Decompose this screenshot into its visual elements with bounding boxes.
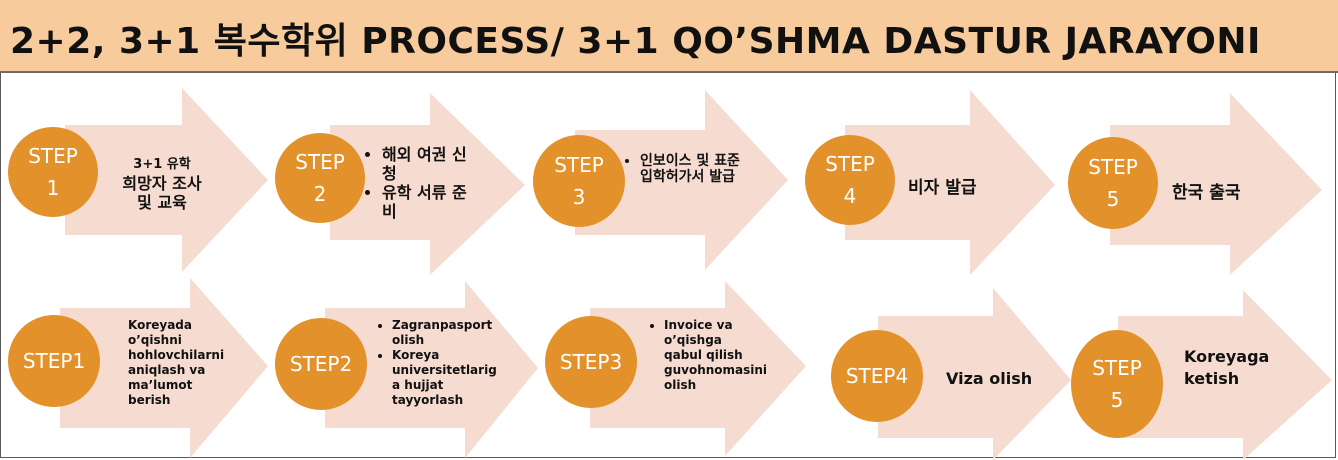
description-bullet: 인보이스 및 표준입학허가서 발급 (640, 153, 740, 185)
uzbek-step-2: STEP2 Zagranpasport olish Koreya univers… (270, 278, 540, 460)
step-circle: STEP4 (831, 330, 923, 422)
step-arrow-shape (1110, 93, 1322, 275)
korean-step-5: STEP 5 한국 출국 (1060, 85, 1330, 275)
step-label: STEP (1088, 155, 1138, 179)
uzbek-step-1: STEP1 Koreyada o’qishni hohlovchilarni a… (0, 278, 270, 460)
step-description: Koreyaga ketish (1184, 346, 1294, 390)
step-label: STEP1 (22, 349, 86, 373)
step-description: 해외 여권 신청 유학 서류 준비 (370, 145, 480, 221)
description-line: 희망자 조사 (122, 174, 202, 193)
step-label: STEP (28, 144, 78, 168)
step-circle: STEP 2 (275, 133, 365, 223)
step-description: Viza olish (946, 368, 1056, 390)
step-circle: STEP 1 (8, 127, 98, 217)
step-number: 3 (572, 185, 586, 209)
step-description: Koreyada o’qishni hohlovchilarni aniqlas… (128, 318, 238, 408)
step-arrow-shape (325, 281, 538, 458)
description-line: 한국 출국 (1172, 183, 1241, 203)
step-number: 1 (46, 176, 60, 200)
step-description: Zagranpasport olish Koreya universitetla… (380, 318, 497, 408)
description-line: 비자 발급 (908, 178, 977, 198)
step-label: STEP2 (289, 352, 353, 376)
korean-step-3: STEP 3 인보이스 및 표준입학허가서 발급 (530, 85, 790, 275)
step-description: Invoice va o’qishga qabul qilish guvohno… (652, 318, 767, 393)
description-line: hohlovchilarni (128, 348, 225, 362)
step-label: STEP4 (845, 364, 909, 388)
korean-step-1: STEP 1 3+1 유학 희망자 조사 및 교육 (0, 85, 270, 275)
step-circle: STEP3 (545, 316, 637, 408)
step-circle: STEP 5 (1071, 330, 1163, 438)
step-label: STEP (825, 152, 875, 176)
title-bar: 2+2, 3+1 복수학위 PROCESS/ 3+1 QO’SHMA DASTU… (0, 0, 1338, 73)
description-line: ma’lumot (128, 378, 193, 392)
step-number: 2 (313, 182, 327, 206)
korean-step-2: STEP 2 해외 여권 신청 유학 서류 준비 (270, 85, 530, 275)
step-circle: STEP 3 (533, 135, 625, 227)
step-arrow-shape (845, 90, 1055, 275)
description-line: 3+1 유학 (133, 157, 191, 172)
step-description: 한국 출국 (1172, 182, 1292, 204)
step-description: 비자 발급 (908, 177, 1028, 199)
step-arrow-shape (1118, 290, 1332, 460)
step-number: 4 (843, 184, 857, 208)
step-label: STEP (295, 150, 345, 174)
step-description: 인보이스 및 표준입학허가서 발급 (628, 153, 740, 185)
step-circle: STEP2 (275, 318, 367, 410)
step-label: STEP (554, 153, 604, 177)
step-arrow-shape (60, 278, 268, 458)
description-bullet: 해외 여권 신청 (382, 145, 480, 183)
description-line: 및 교육 (137, 193, 187, 212)
step-arrow-shape (330, 93, 525, 275)
description-line: o’qishni (128, 333, 182, 347)
step-circle: STEP1 (8, 315, 100, 407)
step-label: STEP (1092, 356, 1142, 380)
step-arrow-shape (878, 288, 1071, 460)
description-line: Koreyaga (1184, 347, 1270, 366)
step-arrow-shape (65, 88, 268, 272)
step-circle: STEP 5 (1068, 137, 1158, 229)
step-arrow-shape (575, 90, 788, 270)
description-line: Koreyada (128, 318, 192, 332)
description-line: Viza olish (946, 369, 1033, 388)
step-circle: STEP 4 (805, 135, 895, 225)
uzbek-step-3: STEP3 Invoice va o’qishga qabul qilish g… (540, 278, 810, 460)
description-bullet: 유학 서류 준비 (382, 183, 480, 221)
step-description: 3+1 유학 희망자 조사 및 교육 (112, 155, 212, 212)
description-line: berish (128, 393, 171, 407)
diagram-title: 2+2, 3+1 복수학위 PROCESS/ 3+1 QO’SHMA DASTU… (10, 21, 1261, 62)
description-line: ketish (1184, 369, 1240, 388)
step-number: 5 (1110, 388, 1124, 412)
step-arrow-shape (590, 281, 806, 456)
uzbek-step-4: STEP4 Viza olish (828, 278, 1073, 460)
description-bullet: Invoice va o’qishga qabul qilish guvohno… (664, 318, 767, 393)
step-label: STEP3 (559, 350, 623, 374)
description-bullet: Zagranpasport olish (392, 318, 492, 348)
korean-step-4: STEP 4 비자 발급 (800, 85, 1060, 275)
description-bullet: Koreya universitetlarig a hujjat tayyorl… (392, 348, 497, 408)
uzbek-step-5: STEP 5 Koreyaga ketish (1068, 278, 1336, 460)
description-line: aniqlash va (128, 363, 206, 377)
step-number: 5 (1106, 187, 1120, 211)
